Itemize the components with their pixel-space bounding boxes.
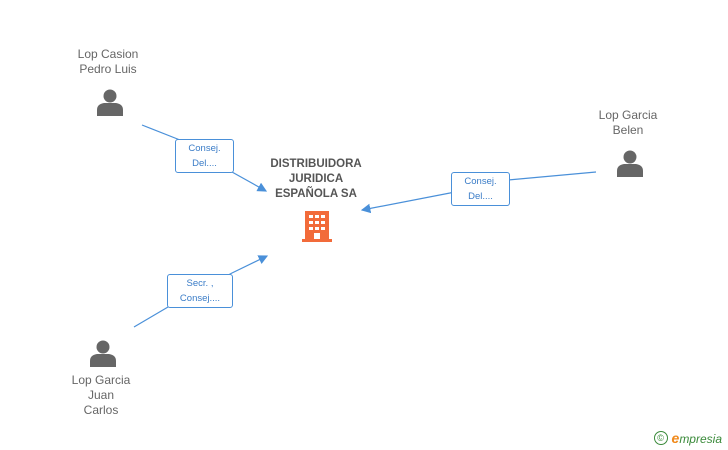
company-name-line: DISTRIBUIDORA xyxy=(270,158,362,170)
person-icon[interactable] xyxy=(89,339,117,367)
role-line: Secr. , xyxy=(186,278,214,289)
brand-logo: empresia xyxy=(671,430,722,446)
copyright-icon: © xyxy=(653,431,668,445)
person-node-juan-carlos[interactable]: Lop Garcia Juan Carlos xyxy=(51,373,151,418)
role-line: Del.... xyxy=(192,158,217,169)
empresia-watermark: ©empresia xyxy=(653,430,722,446)
person-icon[interactable] xyxy=(96,88,124,116)
role-line: Del.... xyxy=(468,191,493,202)
company-name-line: JURIDICA xyxy=(288,173,344,185)
person-name-line: Lop Garcia xyxy=(598,108,658,122)
person-name-line: Lop Garcia xyxy=(71,373,131,387)
person-node-pedro-luis[interactable]: Lop Casion Pedro Luis xyxy=(58,47,158,77)
company-name-line: ESPAÑOLA SA xyxy=(275,188,357,200)
person-icon[interactable] xyxy=(616,149,644,177)
person-name-line: Pedro Luis xyxy=(79,62,137,76)
role-line: Consej.... xyxy=(179,293,221,304)
role-label-juan[interactable]: Secr. , Consej.... xyxy=(167,274,233,308)
role-line: Consej. xyxy=(464,176,497,187)
role-label-belen[interactable]: Consej. Del.... xyxy=(451,172,510,206)
person-name-line: Lop Casion xyxy=(77,47,139,61)
person-node-belen[interactable]: Lop Garcia Belen xyxy=(578,108,678,138)
person-name-line: Juan xyxy=(87,388,115,402)
building-icon[interactable] xyxy=(301,209,333,243)
person-name-line: Carlos xyxy=(83,403,119,417)
role-label-pedro[interactable]: Consej. Del.... xyxy=(175,139,234,173)
company-node[interactable]: DISTRIBUIDORA JURIDICA ESPAÑOLA SA xyxy=(256,157,376,202)
person-name-line: Belen xyxy=(612,123,644,137)
role-line: Consej. xyxy=(188,143,221,154)
